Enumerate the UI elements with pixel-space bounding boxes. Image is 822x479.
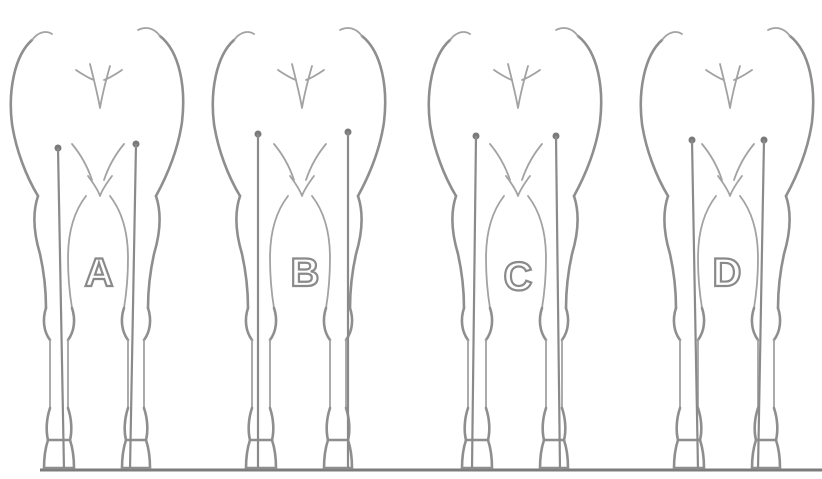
figure-label-d: D <box>713 251 742 295</box>
hindquarters-b <box>213 28 385 468</box>
plumb-line-a-right <box>130 144 136 470</box>
plumb-line-c-right <box>556 136 560 470</box>
figure-label-c: C <box>504 255 533 299</box>
figure-c <box>429 28 601 470</box>
figure-b <box>213 28 385 470</box>
plumb-line-d-left <box>692 140 698 470</box>
figure-label-b: B <box>291 251 320 295</box>
figure-a <box>11 28 183 470</box>
figure-label-a: A <box>85 251 114 295</box>
plumb-line-d-right <box>758 140 764 470</box>
plumb-line-c-left <box>472 136 476 470</box>
hindquarters-d <box>641 28 813 468</box>
hindquarters-c <box>429 28 601 468</box>
hindquarters-a <box>11 28 183 468</box>
plumb-line-a-left <box>58 148 64 470</box>
figure-d <box>641 28 813 470</box>
